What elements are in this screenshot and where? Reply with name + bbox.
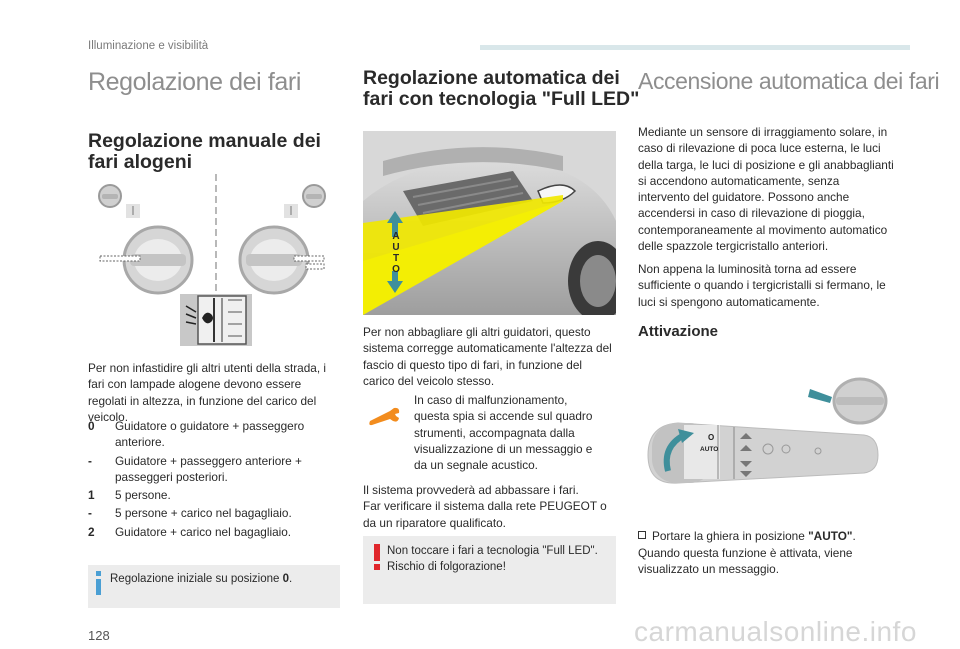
legend-text: Guidatore + passeggero anteriore + passe… bbox=[115, 453, 302, 484]
load-legend: 0 Guidatore o guidatore + passeggero ant… bbox=[88, 418, 343, 542]
steering-wheel-icon bbox=[238, 225, 325, 295]
legend-key: 0 bbox=[88, 419, 95, 433]
light-stalk-illustration: O AUTO bbox=[647, 377, 888, 484]
section-header: Illuminazione e visibilità bbox=[88, 40, 209, 52]
legend-key: 1 bbox=[88, 488, 95, 503]
auto-lights-text: Mediante un sensore di irraggiamento sol… bbox=[638, 125, 894, 254]
steering-wheel-icon bbox=[808, 377, 888, 425]
steering-wheel-icon bbox=[284, 184, 326, 218]
beam-adjust-arrow-icon bbox=[387, 211, 403, 293]
system-lowers-text: Il sistema provvederà ad abbassare i far… bbox=[363, 483, 607, 530]
caution-text: Non toccare i fari a tecnologia "Full LE… bbox=[387, 545, 598, 573]
auto-adjust-heading-line1: Regolazione automatica dei bbox=[363, 67, 620, 89]
header-bar bbox=[480, 45, 910, 50]
manual-adjust-heading-line1: Regolazione manuale dei bbox=[88, 130, 321, 152]
bullet-square-icon bbox=[638, 531, 646, 539]
full-led-car-illustration: A U T O bbox=[363, 131, 616, 315]
legend-text: 5 persone. bbox=[115, 488, 171, 503]
light-stalk-icon: O AUTO bbox=[647, 422, 879, 484]
page-number: 128 bbox=[88, 628, 110, 643]
legend-key: - bbox=[88, 453, 92, 468]
activation-heading: Attivazione bbox=[638, 323, 719, 340]
auto-label: A U T O bbox=[392, 231, 400, 275]
auto-adjust-heading-line2: fari con tecnologia "Full LED" bbox=[363, 88, 640, 110]
caution-box: Non toccare i fari a tecnologia "Full LE… bbox=[363, 536, 616, 604]
caution-icon bbox=[374, 544, 380, 570]
steering-wheel-icon bbox=[99, 225, 194, 295]
legend-row: 1 5 persone. bbox=[88, 487, 343, 503]
auto-lights-off-text: Non appena la luminosità torna ad essere… bbox=[638, 262, 886, 309]
legend-row: - 5 persone + carico nel bagagliaio. bbox=[88, 505, 343, 521]
info-text: Regolazione iniziale su posizione 0. bbox=[110, 573, 293, 585]
legend-key: - bbox=[88, 506, 92, 521]
auto-adjust-text: Per non abbagliare gli altri guidatori, … bbox=[363, 325, 612, 388]
legend-text: 5 persone + carico nel bagagliaio. bbox=[115, 506, 292, 521]
auto-lights-heading: Accensione automatica dei fari bbox=[638, 68, 940, 94]
headlamp-adjust-knob-icon bbox=[180, 294, 252, 346]
legend-text: Guidatore + carico nel bagagliaio. bbox=[115, 524, 292, 539]
stalk-auto-label: AUTO bbox=[700, 446, 718, 453]
info-icon bbox=[96, 571, 101, 595]
watermark: carmanualsonline.info bbox=[634, 616, 917, 647]
info-box: Regolazione iniziale su posizione 0. bbox=[88, 565, 340, 608]
legend-key: 2 bbox=[88, 524, 95, 539]
activation-step: Portare la ghiera in posizione "AUTO". bbox=[638, 528, 894, 544]
steering-wheel-icon bbox=[98, 184, 140, 218]
legend-row: 2 Guidatore + carico nel bagagliaio. bbox=[88, 524, 343, 540]
legend-row: - Guidatore + passeggero anteriore + pas… bbox=[88, 453, 343, 486]
auto-adjust-heading: Regolazione automatica dei fari con tecn… bbox=[363, 68, 639, 110]
manual-adjust-heading: Regolazione manuale dei fari alogeni bbox=[88, 131, 321, 173]
legend-text: Guidatore o guidatore + passeggero anter… bbox=[115, 419, 305, 450]
wrench-warning-icon bbox=[369, 407, 400, 426]
stalk-off-label: O bbox=[708, 433, 714, 442]
malfunction-warning-text: In caso di malfunzionamento, questa spia… bbox=[414, 393, 593, 473]
page-title: Regolazione dei fari bbox=[88, 68, 301, 96]
manual-adjust-heading-line2: fari alogeni bbox=[88, 151, 193, 173]
activation-message-text: Quando questa funzione è attivata, viene… bbox=[638, 546, 853, 577]
legend-row: 0 Guidatore o guidatore + passeggero ant… bbox=[88, 418, 343, 451]
manual-intro-text: Per non infastidire gli altri utenti del… bbox=[88, 361, 327, 424]
manual-headlamp-illustration bbox=[98, 174, 326, 346]
